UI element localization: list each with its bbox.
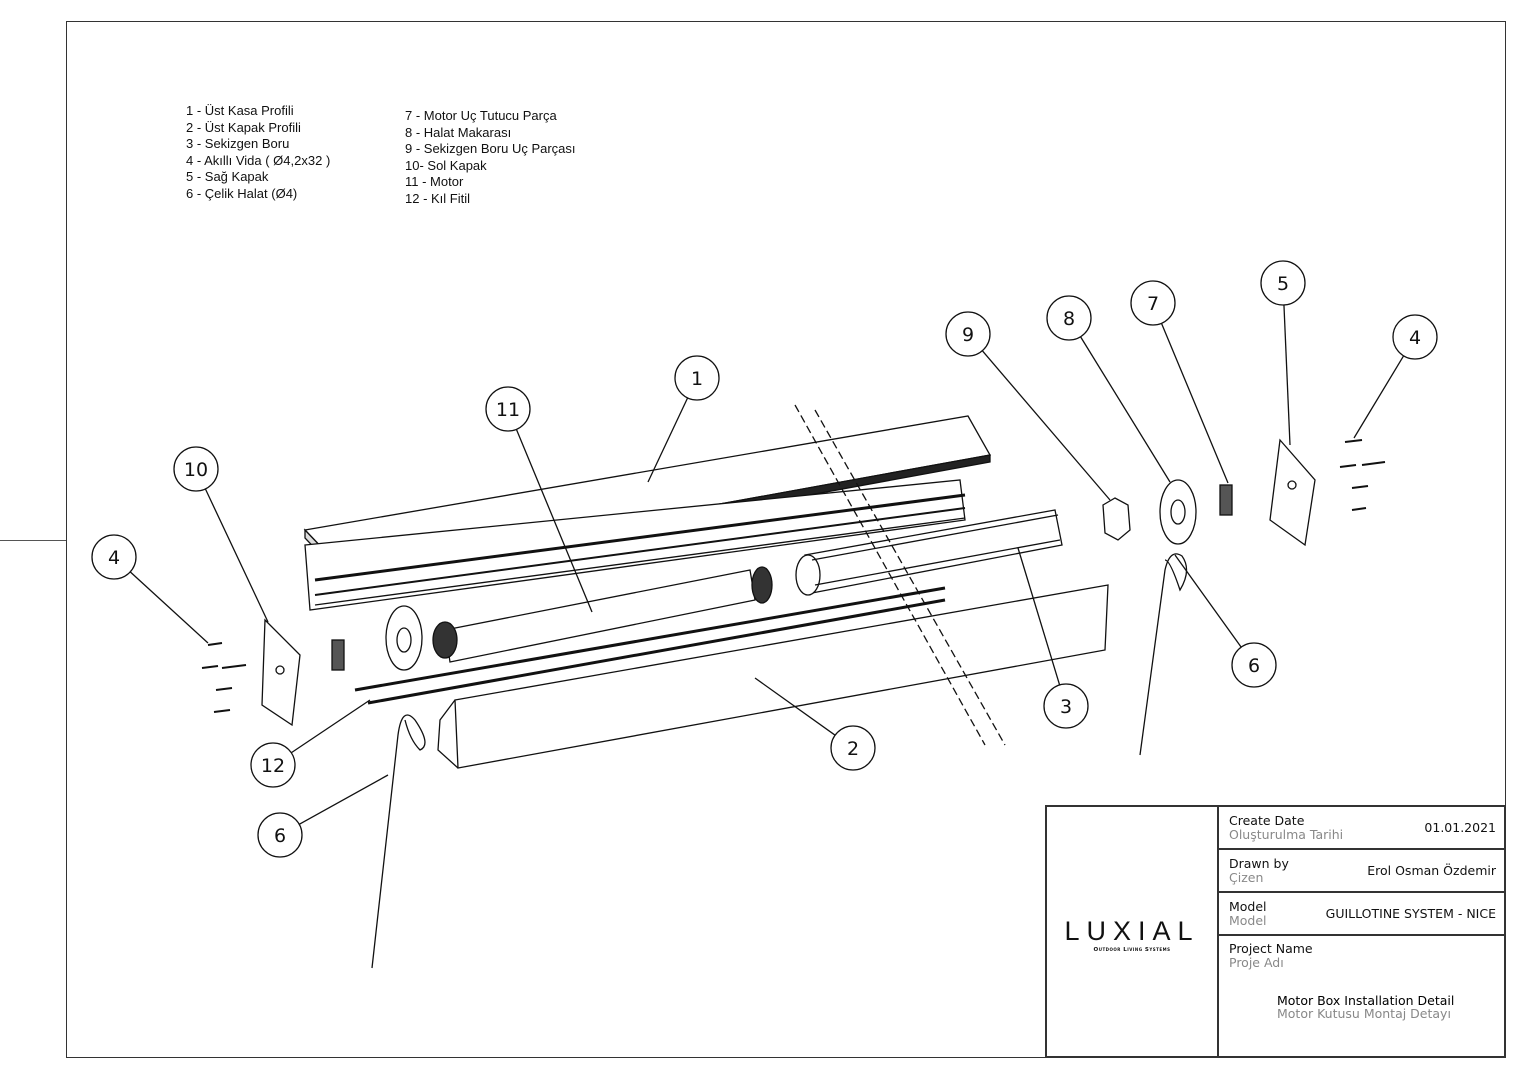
callout-number: 8	[1063, 308, 1075, 330]
drawing-frame	[66, 21, 1506, 1058]
callout-leader	[1017, 547, 1061, 686]
callout-leader	[298, 774, 389, 825]
callout-leader	[1283, 304, 1291, 446]
octagonal-tube	[795, 509, 1063, 596]
callout-circle	[1231, 642, 1277, 688]
project-label: Project Name	[1229, 941, 1313, 956]
legend-item: 4 - Akıllı Vida ( Ø4,2x32 )	[186, 152, 331, 168]
callout-circle	[830, 725, 876, 771]
top-frame-profile	[303, 415, 992, 611]
left-side-cap	[261, 618, 301, 727]
callout-leader	[204, 488, 269, 623]
legend-item: 10- Sol Kapak	[405, 157, 487, 173]
callout-circle	[91, 534, 137, 580]
callout-leader	[515, 429, 593, 613]
screws	[201, 439, 1386, 713]
fold-mark	[0, 540, 66, 541]
logo-subtitle: Outdoor Living Systems	[1093, 947, 1171, 953]
callout-circle	[485, 386, 531, 432]
create-date-label: Create Date	[1229, 812, 1305, 828]
legend-item: 6 - Çelik Halat (Ø4)	[186, 185, 298, 201]
callout-number: 9	[962, 324, 974, 346]
project-label-tr: Proje Adı	[1229, 955, 1284, 970]
cable-pulley	[1159, 479, 1197, 545]
logo-text: LUXIAL	[1064, 916, 1200, 946]
callout-circle	[1130, 280, 1176, 326]
callout-circle	[1392, 314, 1438, 360]
right-side-cap	[1269, 438, 1316, 547]
callout-leader	[1174, 554, 1242, 648]
legend-item: 3 - Sekizgen Boru	[186, 136, 290, 152]
callout-number: 3	[1060, 696, 1072, 718]
callout-number: 10	[184, 459, 208, 481]
model-label-tr: Model	[1229, 912, 1267, 928]
callout-number: 6	[274, 825, 286, 847]
break-line	[794, 404, 986, 746]
create-date-label-tr: Oluşturulma Tarihi	[1229, 826, 1344, 842]
drawn-by-value: Erol Osman Özdemir	[1367, 863, 1496, 878]
callout-number: 4	[1409, 327, 1421, 349]
legend-item: 12 - Kıl Fitil	[405, 190, 471, 206]
model-value: GUILLOTINE SYSTEM - NICE	[1325, 906, 1496, 921]
parts-legend-right: 7 - Motor Uç Tutucu Parça 8 - Halat Maka…	[405, 108, 576, 208]
callout-leader	[981, 350, 1111, 501]
legend-item: 1 - Üst Kasa Profili	[186, 103, 294, 118]
legend-item: 7 - Motor Uç Tutucu Parça	[405, 108, 557, 123]
callout-number: 6	[1248, 655, 1260, 677]
callout-circle	[250, 742, 296, 788]
callout-leader	[1353, 355, 1405, 439]
cable-pulley-left	[385, 605, 423, 671]
callout-number: 1	[691, 368, 703, 390]
callout-leader	[129, 571, 209, 644]
title-block: LUXIAL Outdoor Living Systems Create Dat…	[1045, 805, 1506, 1058]
callout-number: 7	[1147, 293, 1159, 315]
model-label: Model	[1229, 898, 1267, 914]
company-logo: LUXIAL Outdoor Living Systems	[1047, 807, 1219, 1056]
create-date-value: 01.01.2021	[1424, 820, 1496, 835]
drawing-description-tr: Motor Kutusu Montaj Detayı	[1277, 1006, 1451, 1021]
callout-leader	[754, 677, 836, 736]
drawn-by-label-tr: Çizen	[1229, 869, 1264, 885]
callout-number: 11	[496, 399, 520, 421]
legend-item: 5 - Sağ Kapak	[186, 169, 269, 185]
callout-number: 4	[108, 547, 120, 569]
tube-end-piece	[1102, 497, 1131, 541]
callout-leader	[647, 397, 689, 483]
motor	[432, 566, 773, 663]
callout-leader	[1079, 336, 1171, 483]
callout-circle	[1260, 260, 1306, 306]
callout-circle	[1046, 295, 1092, 341]
callout-circle	[1043, 683, 1089, 729]
callout-circle	[945, 311, 991, 357]
legend-item: 11 - Motor	[405, 174, 464, 190]
legend-item: 9 - Sekizgen Boru Uç Parçası	[405, 141, 576, 157]
parts-legend-left: 1 - Üst Kasa Profili 2 - Üst Kapak Profi…	[186, 103, 330, 203]
callout-number: 2	[847, 738, 859, 760]
callout-number: 5	[1277, 273, 1289, 295]
steel-cable	[371, 553, 1188, 969]
callout-number: 12	[261, 755, 285, 777]
break-line	[814, 409, 1006, 746]
top-cover-profile	[354, 584, 1109, 769]
callout-circle	[173, 446, 219, 492]
callout-leader	[290, 699, 371, 754]
motor-end-holder	[331, 484, 1233, 671]
drawing-description: Motor Box Installation Detail	[1277, 993, 1455, 1008]
callout-leader	[1160, 323, 1229, 484]
legend-item: 8 - Halat Makarası	[405, 124, 512, 140]
legend-item: 2 - Üst Kapak Profili	[186, 119, 301, 135]
drawn-by-label: Drawn by	[1229, 855, 1289, 871]
callout-circle	[257, 812, 303, 858]
callout-circle	[674, 355, 720, 401]
